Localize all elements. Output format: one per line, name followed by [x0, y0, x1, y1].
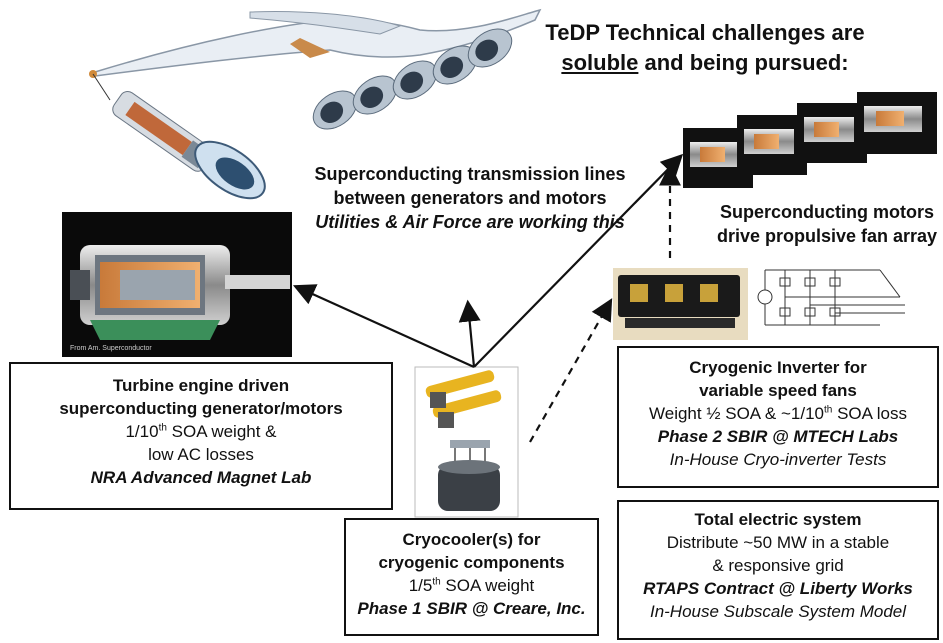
- title-line-1: TeDP Technical challenges are: [545, 20, 865, 45]
- system-box-line-5: In-House Subscale System Model: [649, 602, 907, 621]
- inverter-box-line-4: Phase 2 SBIR @ MTECH Labs: [657, 427, 899, 446]
- transmission-line-3: Utilities & Air Force are working this: [315, 212, 625, 232]
- inverter-module-image: [613, 268, 748, 340]
- arrow-to-transmission: [458, 299, 481, 368]
- inverter-schematic: [757, 269, 905, 326]
- motors-caption-line-2: drive propulsive fan array: [716, 226, 938, 246]
- motors-caption-line-1: Superconducting motors: [719, 202, 934, 222]
- inverter-box-line-2: variable speed fans: [699, 381, 857, 400]
- system-box-line-1: Total electric system: [694, 510, 862, 529]
- title-line-2-rest: and being pursued:: [638, 50, 849, 75]
- cryocooler-box-line-3-post: SOA weight: [440, 576, 535, 595]
- fan-array-illustration: [312, 28, 513, 130]
- generator-box-line-4: low AC losses: [148, 445, 254, 464]
- inverter-box-line-3: Weight ½ SOA & ~1/10th SOA loss: [619, 402, 937, 425]
- transmission-line-2: between generators and motors: [333, 188, 607, 208]
- inverter-box-line-3-post: SOA loss: [832, 404, 907, 423]
- inverter-box-line-3-pre: Weight ½ SOA & ~1/10: [649, 404, 824, 423]
- turbine-engine-illustration: [92, 73, 266, 200]
- aircraft-illustration: [89, 8, 542, 78]
- inverter-box: Cryogenic Inverter for variable speed fa…: [617, 346, 939, 488]
- cryocooler-box-line-1: Cryocooler(s) for: [402, 530, 541, 549]
- cryocooler-box: Cryocooler(s) for cryogenic components 1…: [344, 518, 599, 636]
- dashed-arrow-to-inverter: [529, 298, 613, 443]
- generator-box-line-5: NRA Advanced Magnet Lab: [90, 468, 312, 487]
- motor-images: [683, 92, 937, 188]
- inverter-box-line-3-sup: th: [824, 404, 833, 416]
- system-box-line-3: & responsive grid: [712, 556, 844, 575]
- system-box: Total electric system Distribute ~50 MW …: [617, 500, 939, 640]
- cryocooler-box-line-4: Phase 1 SBIR @ Creare, Inc.: [357, 599, 586, 618]
- inverter-box-line-5: In-House Cryo-inverter Tests: [669, 450, 887, 469]
- system-box-line-2: Distribute ~50 MW in a stable: [666, 533, 890, 552]
- inverter-box-line-1: Cryogenic Inverter for: [689, 358, 867, 377]
- generator-box-line-3-pre: 1/10: [125, 422, 159, 441]
- system-box-line-4: RTAPS Contract @ Liberty Works: [643, 579, 913, 598]
- cryocooler-box-line-2: cryogenic components: [378, 553, 565, 572]
- generator-cutaway-image: From Am. Superconductor: [62, 212, 292, 357]
- generator-box-line-3-post: SOA weight &: [166, 422, 277, 441]
- arrow-to-motors: [473, 153, 684, 368]
- title-line-2: soluble and being pursued:: [545, 48, 865, 78]
- generator-box-line-3: 1/10th SOA weight &: [11, 420, 391, 443]
- image-credit: From Am. Superconductor: [70, 345, 152, 352]
- cryocooler-box-line-3-sup: th: [432, 576, 441, 588]
- title-underlined-word: soluble: [561, 50, 639, 75]
- transmission-caption: Superconducting transmission lines betwe…: [300, 162, 640, 234]
- generator-box-line-2: superconducting generator/motors: [59, 399, 343, 418]
- generator-box: Turbine engine driven superconducting ge…: [9, 362, 393, 510]
- transmission-line-1: Superconducting transmission lines: [314, 164, 626, 184]
- generator-box-line-3-sup: th: [158, 422, 167, 434]
- cryocooler-box-line-3-pre: 1/5: [408, 576, 433, 595]
- arrows: [292, 153, 684, 443]
- cryocooler-image: [414, 366, 519, 518]
- motors-caption: Superconducting motors drive propulsive …: [712, 200, 942, 248]
- cryocooler-box-line-3: 1/5th SOA weight: [346, 574, 597, 597]
- page-title: TeDP Technical challenges are soluble an…: [545, 18, 865, 78]
- generator-box-line-1: Turbine engine driven: [112, 376, 290, 395]
- arrow-to-generator: [292, 284, 475, 369]
